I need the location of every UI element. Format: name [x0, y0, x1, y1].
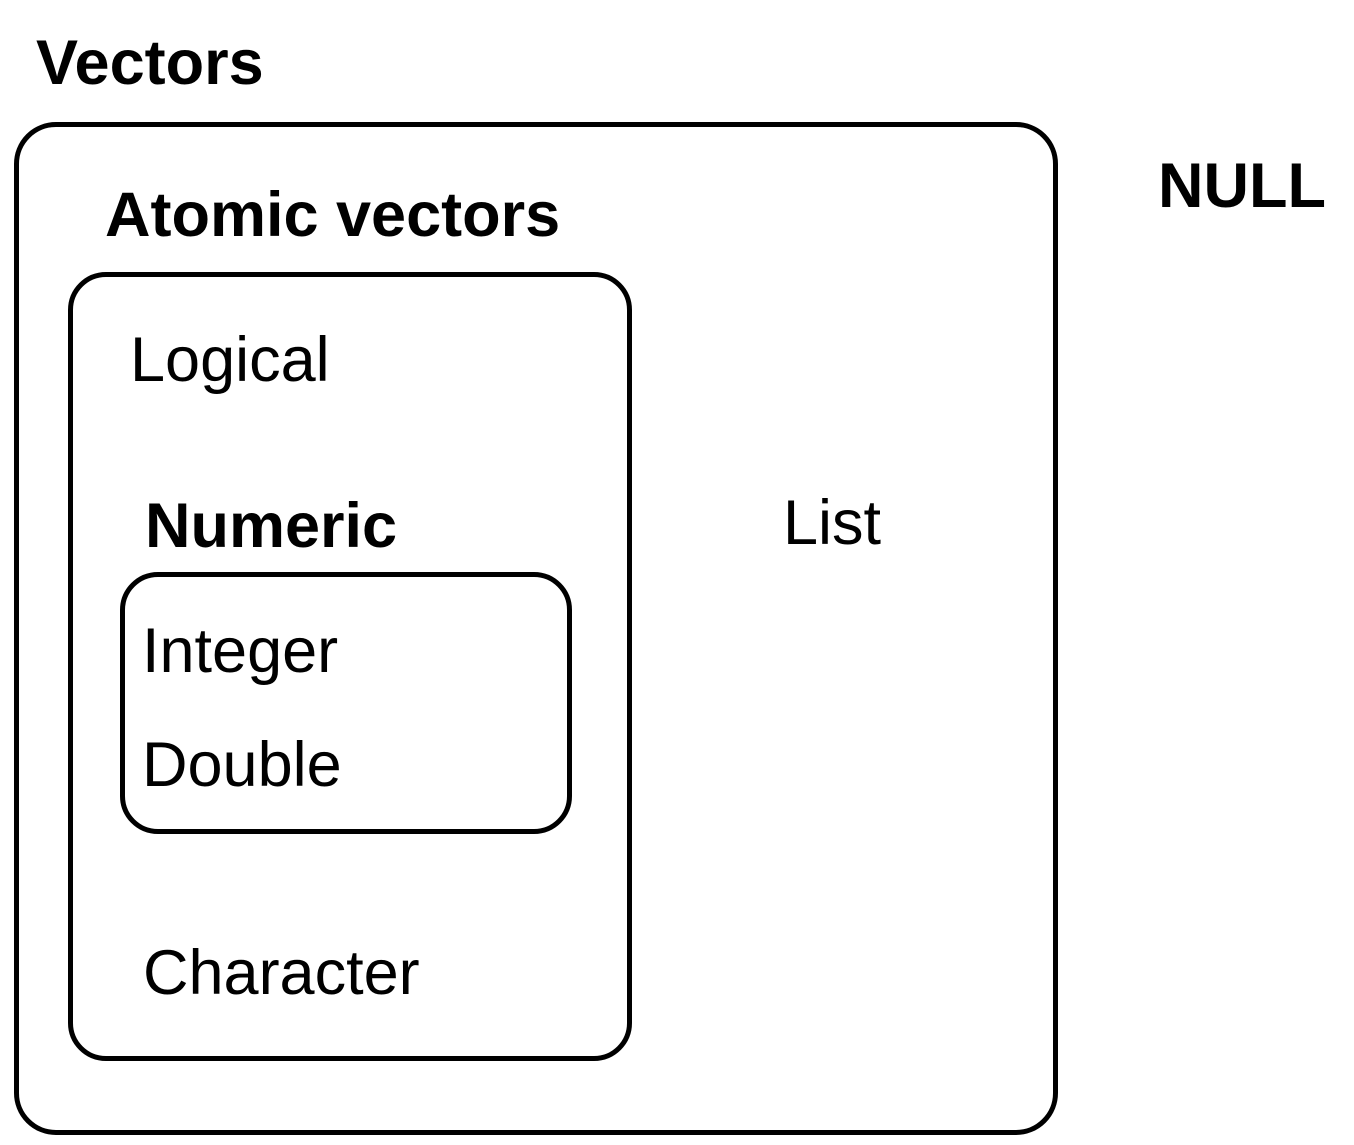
diagram-title: Vectors: [36, 28, 264, 98]
atomic-vectors-heading: Atomic vectors: [105, 180, 561, 250]
character-label: Character: [143, 938, 420, 1008]
numeric-box: Integer Double: [120, 572, 572, 834]
atomic-vectors-box: Logical Numeric Integer Double Character: [68, 272, 632, 1061]
double-label: Double: [142, 730, 342, 800]
integer-label: Integer: [142, 616, 339, 686]
list-label: List: [783, 488, 882, 558]
null-label: NULL: [1158, 151, 1326, 221]
logical-label: Logical: [130, 325, 330, 395]
vectors-box: Atomic vectors List Logical Numeric Inte…: [14, 122, 1058, 1135]
numeric-heading: Numeric: [145, 491, 398, 561]
